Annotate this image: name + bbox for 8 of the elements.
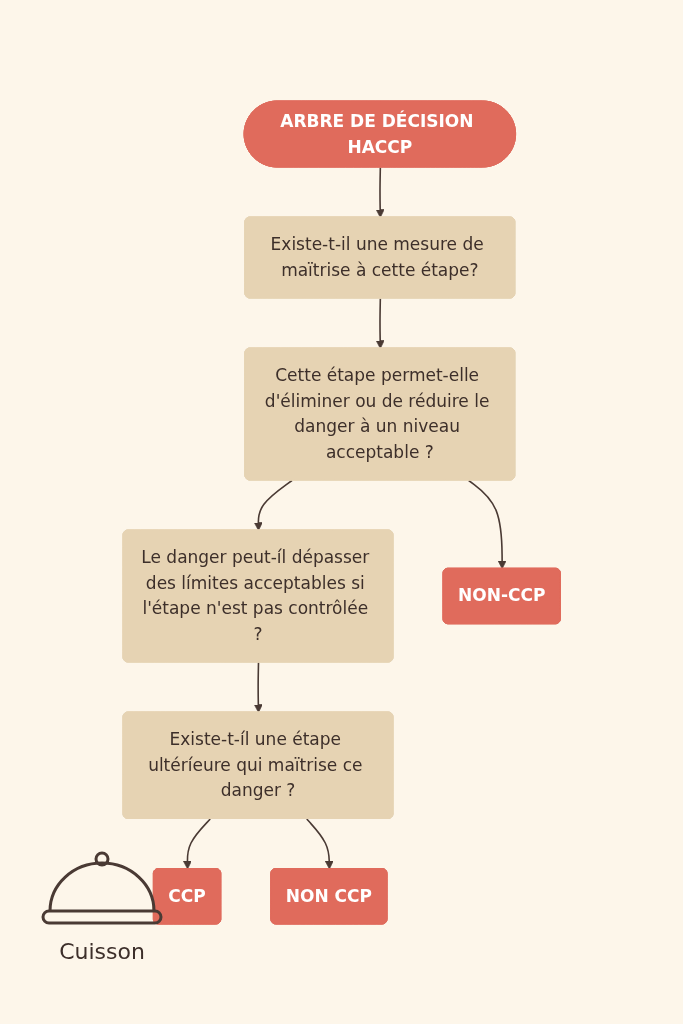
arrow — [253, 479, 293, 531]
arrow — [253, 661, 263, 713]
arrow — [375, 166, 385, 218]
caption-text: Cuisson — [59, 939, 145, 964]
arrow — [305, 817, 334, 869]
arrow — [182, 817, 211, 869]
arrow — [467, 479, 507, 569]
arrow — [375, 297, 385, 349]
